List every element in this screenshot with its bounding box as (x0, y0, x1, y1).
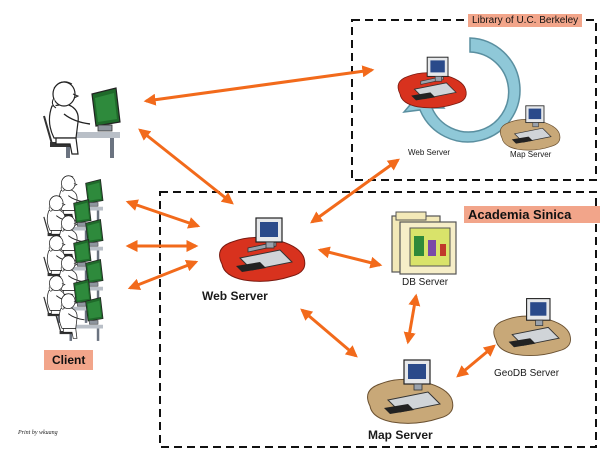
arrow-webserver-mapserver (300, 308, 358, 358)
arrow-webserver-dbserver (317, 246, 383, 269)
geodb-server-icon (493, 298, 572, 357)
arrow-clients-webserver-1 (125, 199, 201, 229)
sinica-region-title: Academia Sinica (464, 206, 600, 223)
client-label: Client (44, 350, 94, 370)
geodb-server-label: GeoDB Server (494, 368, 560, 379)
sync-cycle-icon (402, 37, 521, 143)
arrow-clients-webserver-3 (127, 259, 199, 291)
map-server-icon (366, 359, 454, 424)
arrow-mapserver-geodb (456, 344, 496, 378)
credit-text: Print by wkuang (18, 430, 58, 436)
arrow-client-webserver (138, 128, 234, 205)
database-icon (391, 211, 457, 275)
client-workstation-icon (43, 80, 121, 159)
berkeley-region-title: Library of U.C. Berkeley (468, 14, 583, 27)
main-web-server-label: Web Server (202, 289, 268, 303)
arrow-webserver-berkeley (310, 158, 400, 224)
sinica-region (159, 191, 597, 448)
main-web-server-icon (218, 217, 306, 282)
connection-arrows (125, 65, 496, 378)
client-group-icon (43, 175, 104, 342)
arrow-client-berkeley (143, 65, 375, 106)
map-server-label: Map Server (368, 428, 433, 442)
arrow-dbserver-mapserver (403, 293, 421, 345)
db-server-label: DB Server (402, 277, 449, 288)
berkeley-web-server-label: Web Server (408, 148, 451, 157)
berkeley-map-server-label: Map Server (510, 150, 552, 159)
berkeley-web-server-icon (397, 56, 467, 109)
